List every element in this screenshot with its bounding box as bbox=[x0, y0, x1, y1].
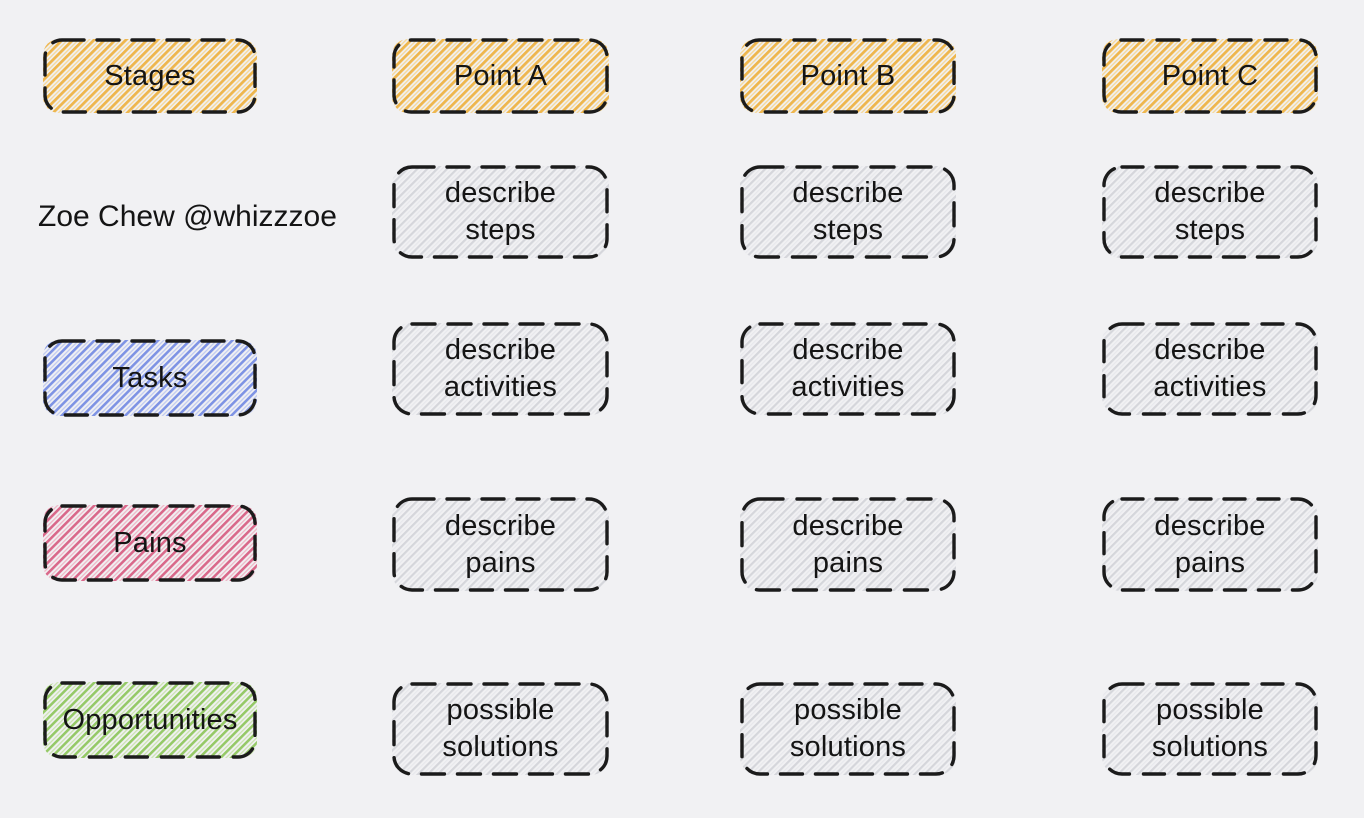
point-a-steps-label: describe steps bbox=[444, 177, 557, 246]
point-b-pains-cell: describe pains bbox=[739, 496, 957, 593]
attribution-text: Zoe Chew @whizzzoe bbox=[38, 200, 337, 233]
box-frame bbox=[740, 322, 956, 416]
point-b-solutions-label: possible solutions bbox=[789, 694, 907, 763]
box-frame bbox=[740, 165, 956, 259]
box-frame bbox=[1102, 38, 1318, 114]
point-a-activities-cell: describe activities bbox=[391, 321, 610, 417]
point-b-solutions-cell: possible solutions bbox=[739, 681, 957, 777]
point-c-pains-label: describe pains bbox=[1154, 509, 1266, 579]
point-c-header-label: Point C bbox=[1161, 59, 1259, 92]
stages-box: Stages bbox=[42, 37, 258, 115]
box-frame bbox=[392, 322, 609, 416]
pains-box: Pains bbox=[42, 503, 258, 583]
tasks-label: Tasks bbox=[112, 361, 188, 394]
pains-label: Pains bbox=[113, 526, 187, 559]
box-frame bbox=[43, 504, 257, 582]
box-frame bbox=[740, 682, 956, 776]
box-frame bbox=[43, 38, 257, 114]
box-frame bbox=[392, 682, 609, 776]
tasks-box: Tasks bbox=[42, 338, 258, 418]
point-a-steps-cell: describe steps bbox=[391, 164, 610, 260]
point-a-solutions-label: possible solutions bbox=[442, 694, 559, 763]
point-a-activities-label: describe activities bbox=[443, 334, 558, 403]
box-frame bbox=[740, 38, 956, 114]
box-frame bbox=[43, 339, 257, 417]
opportunities-box: Opportunities bbox=[42, 680, 258, 760]
box-frame bbox=[392, 497, 609, 592]
point-c-steps-label: describe steps bbox=[1154, 177, 1266, 246]
point-c-solutions-cell: possible solutions bbox=[1101, 681, 1319, 777]
point-b-steps-cell: describe steps bbox=[739, 164, 957, 260]
point-c-header: Point C bbox=[1101, 37, 1319, 115]
point-a-header-label: Point A bbox=[453, 59, 548, 92]
box-frame bbox=[392, 38, 609, 114]
point-b-pains-label: describe pains bbox=[792, 509, 904, 579]
point-b-header: Point B bbox=[739, 37, 957, 115]
box-frame bbox=[43, 681, 257, 759]
box-frame bbox=[1102, 322, 1318, 416]
point-b-activities-cell: describe activities bbox=[739, 321, 957, 417]
point-a-solutions-cell: possible solutions bbox=[391, 681, 610, 777]
point-b-steps-label: describe steps bbox=[792, 177, 904, 246]
point-c-activities-cell: describe activities bbox=[1101, 321, 1319, 417]
point-c-steps-cell: describe steps bbox=[1101, 164, 1319, 260]
point-a-header: Point A bbox=[391, 37, 610, 115]
stages-label: Stages bbox=[104, 59, 196, 92]
box-frame bbox=[392, 165, 609, 259]
point-c-pains-cell: describe pains bbox=[1101, 496, 1319, 593]
box-frame bbox=[1102, 682, 1318, 776]
box-frame bbox=[1102, 497, 1318, 592]
point-c-activities-label: describe activities bbox=[1153, 334, 1267, 403]
opportunities-label: Opportunities bbox=[62, 703, 238, 736]
point-a-pains-label: describe pains bbox=[444, 509, 557, 579]
point-a-pains-cell: describe pains bbox=[391, 496, 610, 593]
point-b-header-label: Point B bbox=[800, 59, 896, 92]
point-c-solutions-label: possible solutions bbox=[1151, 694, 1269, 763]
box-frame bbox=[1102, 165, 1318, 259]
point-b-activities-label: describe activities bbox=[791, 334, 905, 403]
box-frame bbox=[740, 497, 956, 592]
